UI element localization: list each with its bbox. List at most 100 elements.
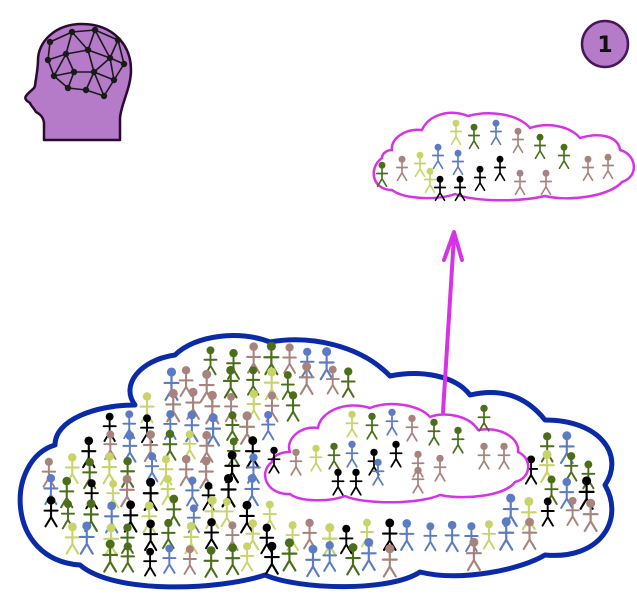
network-edge — [117, 39, 125, 65]
person-icon — [558, 431, 575, 465]
person-icon — [285, 391, 301, 422]
person-icon — [263, 541, 280, 575]
person-icon — [246, 342, 262, 374]
person-icon — [259, 523, 275, 555]
person-icon — [345, 440, 359, 468]
person-icon — [539, 432, 555, 463]
person-icon — [225, 521, 240, 551]
person-icon — [581, 460, 596, 490]
person-icon — [141, 501, 157, 534]
person-icon — [493, 155, 507, 182]
person-icon — [246, 453, 261, 484]
person-icon — [389, 440, 403, 468]
person-icon — [360, 537, 377, 571]
person-icon — [102, 412, 117, 442]
arrow-line — [441, 234, 456, 414]
neural-network-icon — [44, 26, 128, 100]
person-icon — [239, 411, 256, 445]
network-edge — [93, 57, 111, 73]
person-icon — [104, 501, 120, 534]
network-node — [62, 50, 70, 58]
person-icon — [433, 175, 447, 202]
person-icon — [160, 475, 176, 506]
person-icon — [289, 448, 303, 476]
person-icon — [239, 500, 255, 534]
person-icon — [263, 367, 280, 401]
person-icon — [431, 143, 445, 170]
person-icon — [198, 456, 214, 489]
person-icon — [564, 452, 579, 482]
person-icon — [340, 367, 356, 398]
person-icon — [539, 169, 553, 196]
person-icon — [449, 119, 463, 146]
person-icon — [139, 392, 155, 424]
person-icon — [375, 161, 389, 188]
network-edge — [71, 31, 89, 51]
person-icon — [451, 149, 465, 176]
network-edge — [65, 53, 75, 73]
network-node — [82, 86, 90, 94]
person-icon — [524, 455, 539, 485]
person-icon — [184, 410, 200, 443]
person-icon — [186, 504, 201, 534]
person-icon — [144, 452, 160, 483]
network-edge — [87, 49, 111, 59]
step-badge: 1 — [580, 19, 630, 69]
person-icon — [162, 429, 178, 461]
person-icon — [203, 546, 219, 578]
person-icon — [224, 393, 239, 423]
network-edge — [53, 53, 67, 77]
network-node — [68, 28, 76, 36]
inner-sample-people — [267, 404, 511, 496]
person-icon — [120, 542, 136, 573]
person-icon — [267, 446, 281, 474]
person-icon — [143, 547, 158, 577]
person-icon — [325, 365, 340, 395]
network-edge — [93, 71, 105, 97]
network-node — [90, 68, 98, 76]
person-icon — [178, 366, 194, 397]
person-icon — [220, 473, 237, 508]
person-icon — [106, 479, 120, 509]
person-icon — [244, 474, 260, 507]
network-edge — [94, 29, 119, 41]
person-icon — [465, 537, 482, 572]
person-icon — [183, 521, 199, 555]
person-icon — [60, 500, 76, 530]
ai-head-icon — [24, 22, 133, 142]
person-icon — [322, 541, 338, 572]
person-icon — [520, 497, 537, 531]
person-icon — [103, 430, 118, 460]
person-icon — [84, 479, 99, 510]
person-icon — [185, 387, 201, 420]
network-edge — [53, 71, 75, 77]
person-icon — [582, 498, 599, 533]
arrow-up-icon — [441, 230, 464, 414]
person-icon — [413, 151, 427, 178]
person-icon — [122, 410, 137, 440]
person-icon — [477, 442, 491, 470]
person-icon — [225, 411, 240, 441]
person-icon — [467, 123, 481, 150]
network-edge — [65, 49, 89, 55]
person-icon — [565, 496, 580, 527]
network-node — [106, 54, 114, 62]
head-silhouette — [24, 22, 133, 142]
person-icon — [120, 523, 135, 554]
person-icon — [411, 466, 425, 494]
person-icon — [481, 520, 497, 550]
person-icon — [222, 365, 239, 399]
person-icon — [199, 430, 215, 463]
population-people — [41, 341, 599, 578]
network-node — [46, 38, 54, 46]
person-icon — [262, 500, 277, 530]
person-icon — [219, 497, 234, 528]
person-icon — [182, 430, 197, 460]
person-icon — [539, 449, 556, 483]
person-icon — [423, 167, 437, 194]
person-icon — [120, 456, 136, 488]
network-edge — [94, 29, 111, 59]
person-icon — [205, 413, 222, 447]
person-icon — [345, 410, 359, 438]
